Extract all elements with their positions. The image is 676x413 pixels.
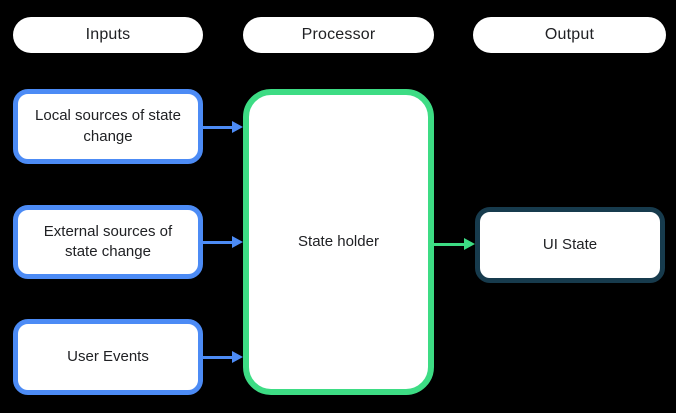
arrow-external-sources-to-state-holder <box>203 235 243 249</box>
column-header-processor-label: Processor <box>301 26 376 43</box>
column-header-output: Output <box>473 17 666 53</box>
node-state-holder: State holder <box>243 89 434 395</box>
node-user-events-label: User Events <box>67 347 149 365</box>
arrow-head-icon <box>232 236 243 248</box>
node-external-sources-of-state-change: External sources of state change <box>13 205 203 279</box>
arrow-shaft <box>203 240 232 244</box>
arrow-head-icon <box>232 121 243 133</box>
column-header-output-label: Output <box>544 26 595 43</box>
arrow-shaft <box>203 355 232 359</box>
node-state-holder-label: State holder <box>298 232 379 250</box>
node-user-events: User Events <box>13 319 203 395</box>
column-header-inputs: Inputs <box>13 17 203 53</box>
node-ui-state-label: UI State <box>542 235 598 253</box>
column-header-inputs-label: Inputs <box>85 26 131 43</box>
arrow-user-events-to-state-holder <box>203 350 243 364</box>
column-header-processor: Processor <box>243 17 434 53</box>
arrow-head-icon <box>464 238 475 250</box>
node-ui-state: UI State <box>475 207 665 283</box>
node-local-sources-of-state-change: Local sources of state change <box>13 89 203 164</box>
arrow-shaft <box>434 242 464 246</box>
arrow-head-icon <box>232 351 243 363</box>
node-local-sources-label: Local sources of state change <box>35 107 181 145</box>
arrow-state-holder-to-ui-state <box>434 237 475 251</box>
arrow-local-sources-to-state-holder <box>203 120 243 134</box>
node-external-sources-label: External sources of state change <box>43 222 173 260</box>
arrow-shaft <box>203 125 232 129</box>
